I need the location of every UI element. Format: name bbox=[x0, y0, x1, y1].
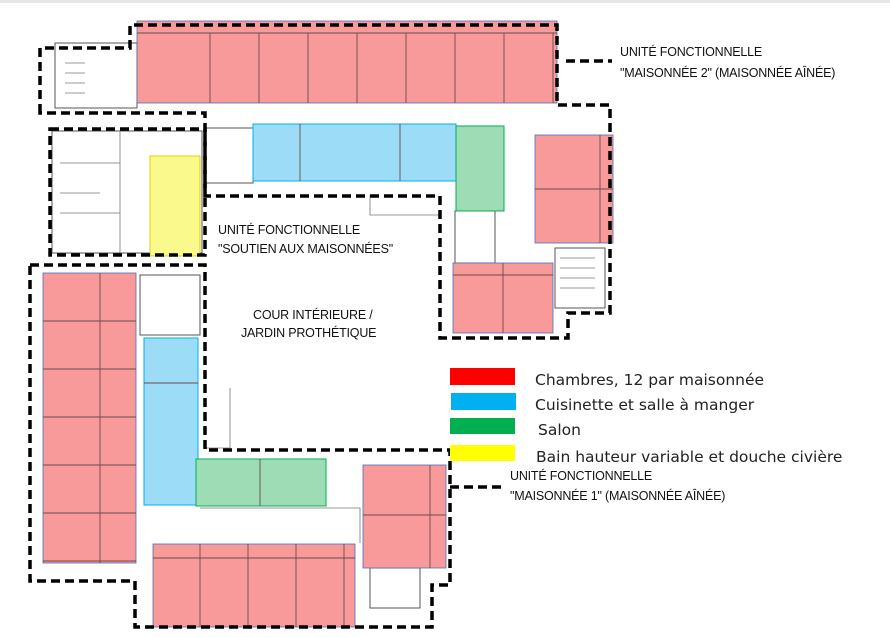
stair-bottom bbox=[369, 567, 421, 609]
label-m1-line1: UNITÉ FONCTIONNELLE bbox=[510, 468, 652, 483]
zone-chambres-bottom-right bbox=[362, 464, 447, 569]
legend-label-chambres: Chambres, 12 par maisonnée bbox=[535, 371, 764, 389]
zone-salon-top bbox=[455, 125, 505, 212]
floor-plan: UNITÉ FONCTIONNELLE "MAISONNÉE 2" (MAISO… bbox=[28, 20, 842, 629]
support-rooms bbox=[51, 130, 203, 254]
label-m2-line2: "MAISONNÉE 2" (MAISONNÉE AÎNÉE) bbox=[620, 65, 835, 80]
zone-cuisinette-left bbox=[143, 337, 199, 506]
service-room bbox=[204, 127, 254, 184]
zones bbox=[42, 20, 614, 628]
boundary-maisonnee-1 bbox=[28, 263, 452, 629]
legend-swatch-bain bbox=[450, 445, 515, 461]
zone-cuisinette-top bbox=[252, 123, 457, 182]
service-room-left bbox=[139, 274, 201, 336]
zone-salon-bottom bbox=[195, 458, 327, 507]
support-partitions bbox=[60, 131, 121, 253]
zone-chambres-top bbox=[136, 20, 558, 104]
legend-label-salon: Salon bbox=[538, 421, 581, 439]
zone-bain bbox=[149, 155, 201, 257]
label-cour-line2: JARDIN PROTHÉTIQUE bbox=[241, 325, 376, 340]
boundary-soutien bbox=[48, 127, 207, 257]
label-soutien-line2: "SOUTIEN AUX MAISONNÉES" bbox=[218, 241, 393, 256]
zone-chambres-left bbox=[42, 272, 137, 564]
label-soutien-line1: UNITÉ FONCTIONNELLE bbox=[218, 222, 360, 237]
label-cour-line1: COUR INTÉRIEURE / bbox=[253, 307, 373, 322]
stairs bbox=[65, 62, 595, 289]
legend-label-bain: Bain hauteur variable et douche civière bbox=[536, 448, 842, 466]
legend: Chambres, 12 par maisonnée Cuisinette et… bbox=[450, 368, 842, 466]
room-dividers bbox=[43, 32, 613, 627]
stair-right bbox=[554, 247, 606, 309]
boundary-maisonnee-2 bbox=[38, 23, 612, 340]
stair-top-left bbox=[54, 42, 138, 109]
legend-label-cuisinette: Cuisinette et salle à manger bbox=[535, 396, 755, 414]
zone-chambres-bottom bbox=[152, 543, 356, 628]
label-m2-line1: UNITÉ FONCTIONNELLE bbox=[620, 44, 762, 59]
corridor-right bbox=[454, 210, 496, 264]
legend-swatch-cuisinette bbox=[451, 393, 516, 410]
legend-swatch-chambres bbox=[450, 368, 515, 385]
corridor-lines bbox=[200, 195, 440, 543]
legend-swatch-salon bbox=[450, 418, 515, 434]
building-walls bbox=[51, 42, 606, 609]
label-m1-line2: "MAISONNÉE 1" (MAISONNÉE AÎNÉE) bbox=[510, 488, 725, 503]
